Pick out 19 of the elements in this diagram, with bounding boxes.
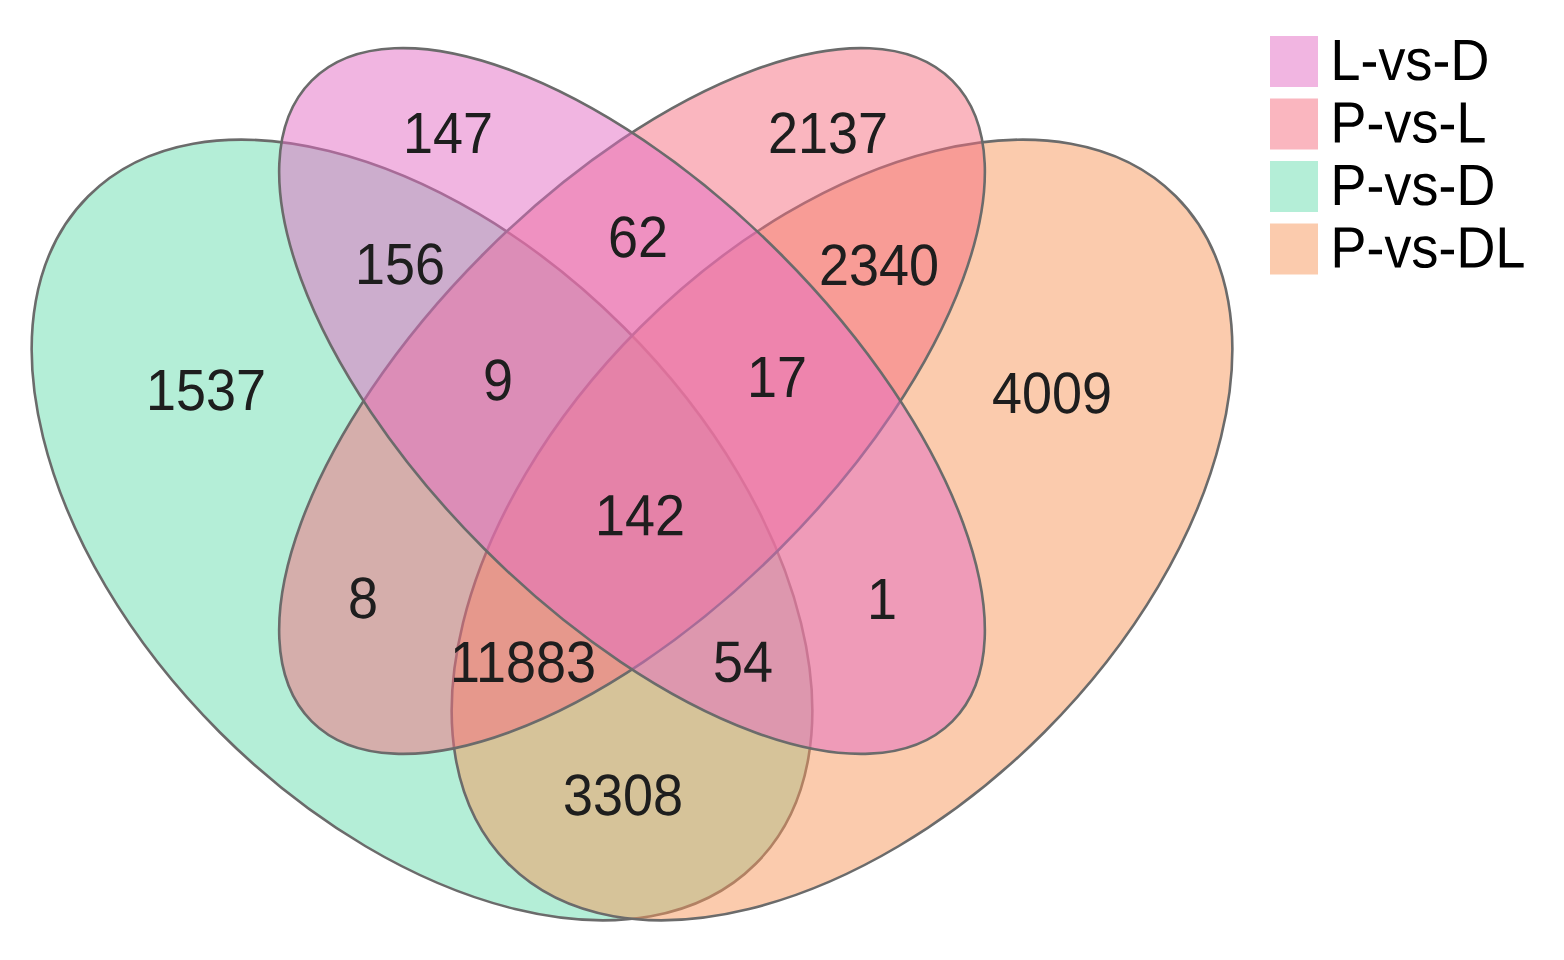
- region-count: 11883: [454, 641, 594, 683]
- region-count: 156: [359, 243, 443, 285]
- legend-label: L-vs-D: [1334, 39, 1487, 81]
- region-count: 4009: [993, 372, 1110, 414]
- region-count: 1: [871, 578, 895, 620]
- legend-label: P-vs-DL: [1334, 227, 1524, 269]
- region-count: 62: [610, 216, 666, 258]
- region-count: 54: [715, 641, 772, 683]
- region-count: 9: [485, 359, 511, 401]
- region-count: 8: [350, 577, 376, 619]
- legend-label: P-vs-D: [1334, 164, 1493, 206]
- region-count: 3308: [565, 774, 681, 816]
- region-count: 142: [599, 494, 683, 536]
- region-count: 1537: [150, 369, 264, 411]
- legend-label: P-vs-L: [1334, 102, 1485, 144]
- region-count: 147: [407, 112, 491, 154]
- region-count: 2340: [821, 244, 937, 286]
- region-count: 17: [751, 356, 805, 398]
- region-count: 2137: [770, 112, 886, 154]
